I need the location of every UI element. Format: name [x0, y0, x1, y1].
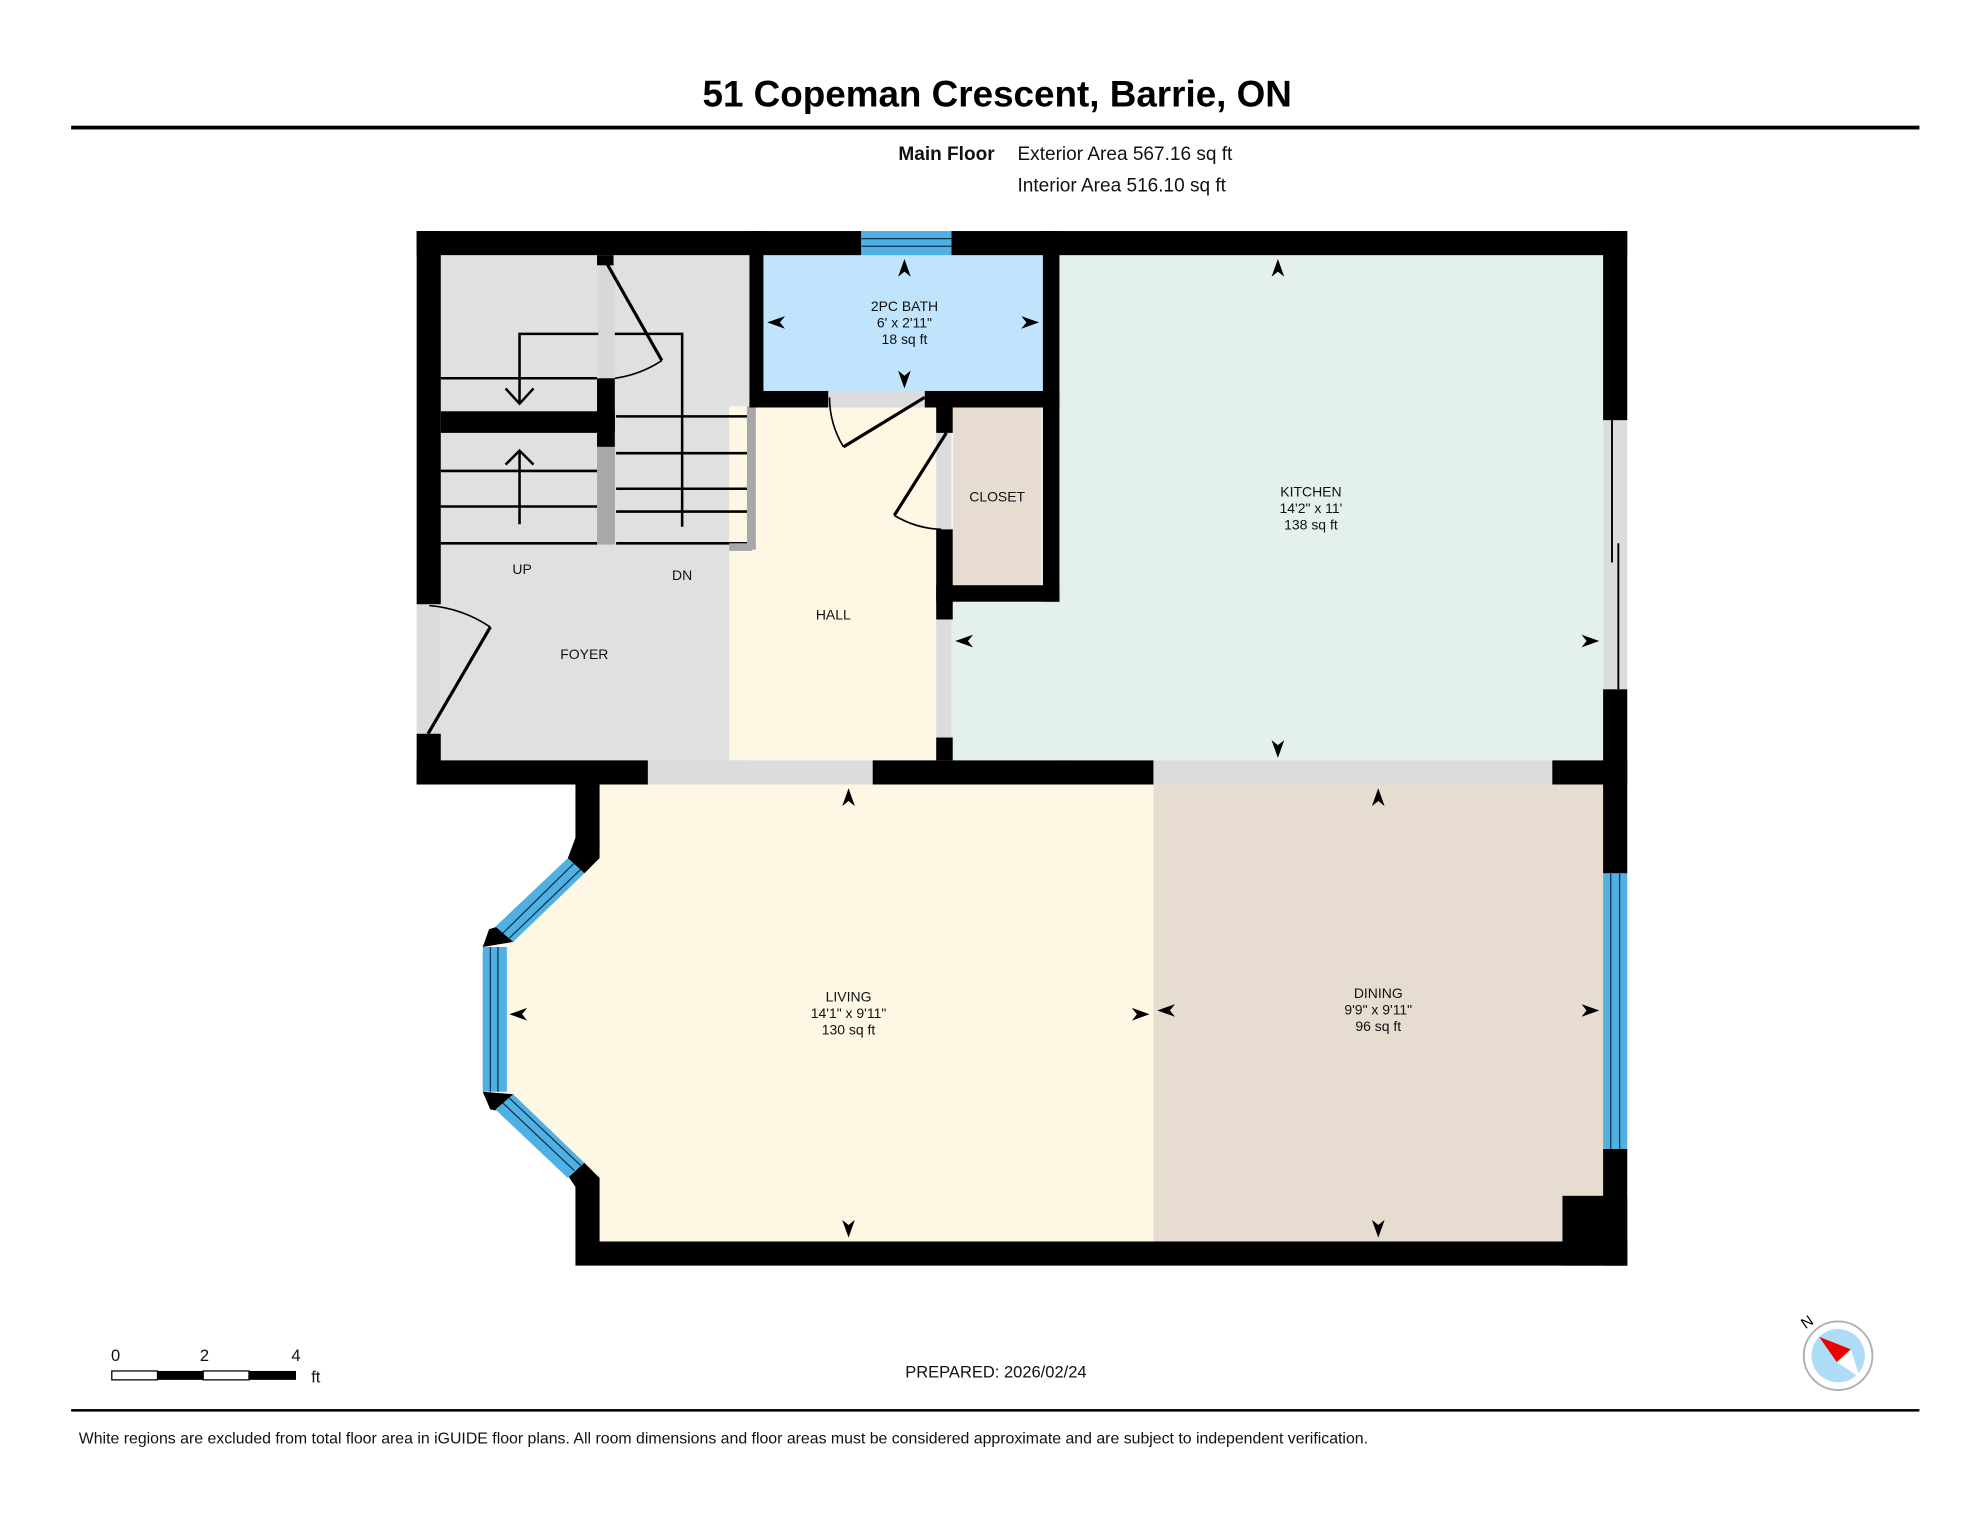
living-area	[505, 784, 1154, 1242]
foyer-stairs-area	[440, 255, 750, 761]
closet-area	[952, 407, 1042, 586]
room-label-foyer: FOYER	[560, 646, 608, 662]
svg-text:138 sq ft: 138 sq ft	[1284, 516, 1338, 532]
room-label-hall: HALL	[816, 606, 851, 622]
svg-text:KITCHEN: KITCHEN	[1280, 483, 1341, 499]
room-label-living: LIVING 14'1" x 9'11" 130 sq ft	[811, 989, 887, 1038]
compass-north-label: N	[1798, 1312, 1817, 1332]
exterior-area: Exterior Area 567.16 sq ft	[1018, 144, 1234, 165]
bath-window	[861, 231, 952, 256]
svg-text:LIVING: LIVING	[826, 989, 872, 1005]
stairs-up-arrow-icon	[504, 448, 535, 466]
stairs-down-arrow-icon	[504, 387, 535, 406]
footer-divider	[71, 1409, 1920, 1412]
stairs-down-label: DN	[672, 567, 692, 583]
openings	[416, 390, 1628, 785]
walls	[416, 231, 1628, 1266]
doors	[426, 263, 1620, 735]
svg-text:0: 0	[111, 1347, 120, 1365]
bath-area	[763, 255, 1043, 391]
disclaimer: White regions are excluded from total fl…	[79, 1430, 1368, 1447]
room-label-bath: 2PC BATH 6' x 2'11" 18 sq ft	[871, 298, 938, 347]
prepared-date: PREPARED: 2026/02/24	[905, 1363, 1086, 1381]
interior-area: Interior Area 516.10 sq ft	[1018, 176, 1227, 197]
svg-text:18 sq ft: 18 sq ft	[882, 331, 928, 347]
svg-text:DINING: DINING	[1354, 985, 1403, 1001]
page-title: 51 Copeman Crescent, Barrie, ON	[702, 74, 1291, 115]
room-label-dining: DINING 9'9" x 9'11" 96 sq ft	[1344, 985, 1412, 1034]
stair-door[interactable]	[605, 263, 664, 380]
svg-text:14'1" x 9'11": 14'1" x 9'11"	[811, 1005, 887, 1021]
closet-door[interactable]	[892, 432, 948, 531]
kitchen-area	[1059, 255, 1604, 761]
scale-bar: 0 2 4 ft	[111, 1347, 321, 1387]
svg-text:2PC BATH: 2PC BATH	[871, 298, 938, 314]
living-bay-window	[482, 858, 585, 1179]
hall-area	[729, 406, 937, 761]
svg-text:ft: ft	[311, 1368, 321, 1386]
room-label-kitchen: KITCHEN 14'2" x 11' 138 sq ft	[1280, 483, 1343, 532]
svg-text:6' x 2'11": 6' x 2'11"	[877, 315, 932, 331]
floor-label: Main Floor	[898, 144, 995, 165]
room-label-closet: CLOSET	[969, 488, 1025, 504]
room-fills	[440, 255, 1604, 1242]
windows	[482, 231, 1628, 1179]
dining-window	[1603, 873, 1628, 1149]
stair-railing	[597, 446, 615, 545]
stairs-up-label: UP	[512, 561, 531, 577]
dining-area	[1153, 784, 1604, 1242]
dimension-arrows	[509, 258, 1600, 1238]
svg-text:4: 4	[291, 1347, 300, 1365]
staircase[interactable]	[440, 332, 750, 545]
compass-icon: N	[1798, 1312, 1874, 1391]
svg-text:130 sq ft: 130 sq ft	[822, 1022, 876, 1038]
svg-text:9'9" x 9'11": 9'9" x 9'11"	[1344, 1001, 1412, 1017]
svg-text:2: 2	[200, 1347, 209, 1365]
bath-door[interactable]	[828, 395, 926, 449]
svg-text:14'2" x 11': 14'2" x 11'	[1280, 500, 1343, 516]
kitchen-sliding-door[interactable]	[1611, 420, 1620, 690]
svg-text:96 sq ft: 96 sq ft	[1355, 1018, 1401, 1034]
front-door[interactable]	[426, 604, 492, 735]
header-divider	[71, 125, 1920, 130]
